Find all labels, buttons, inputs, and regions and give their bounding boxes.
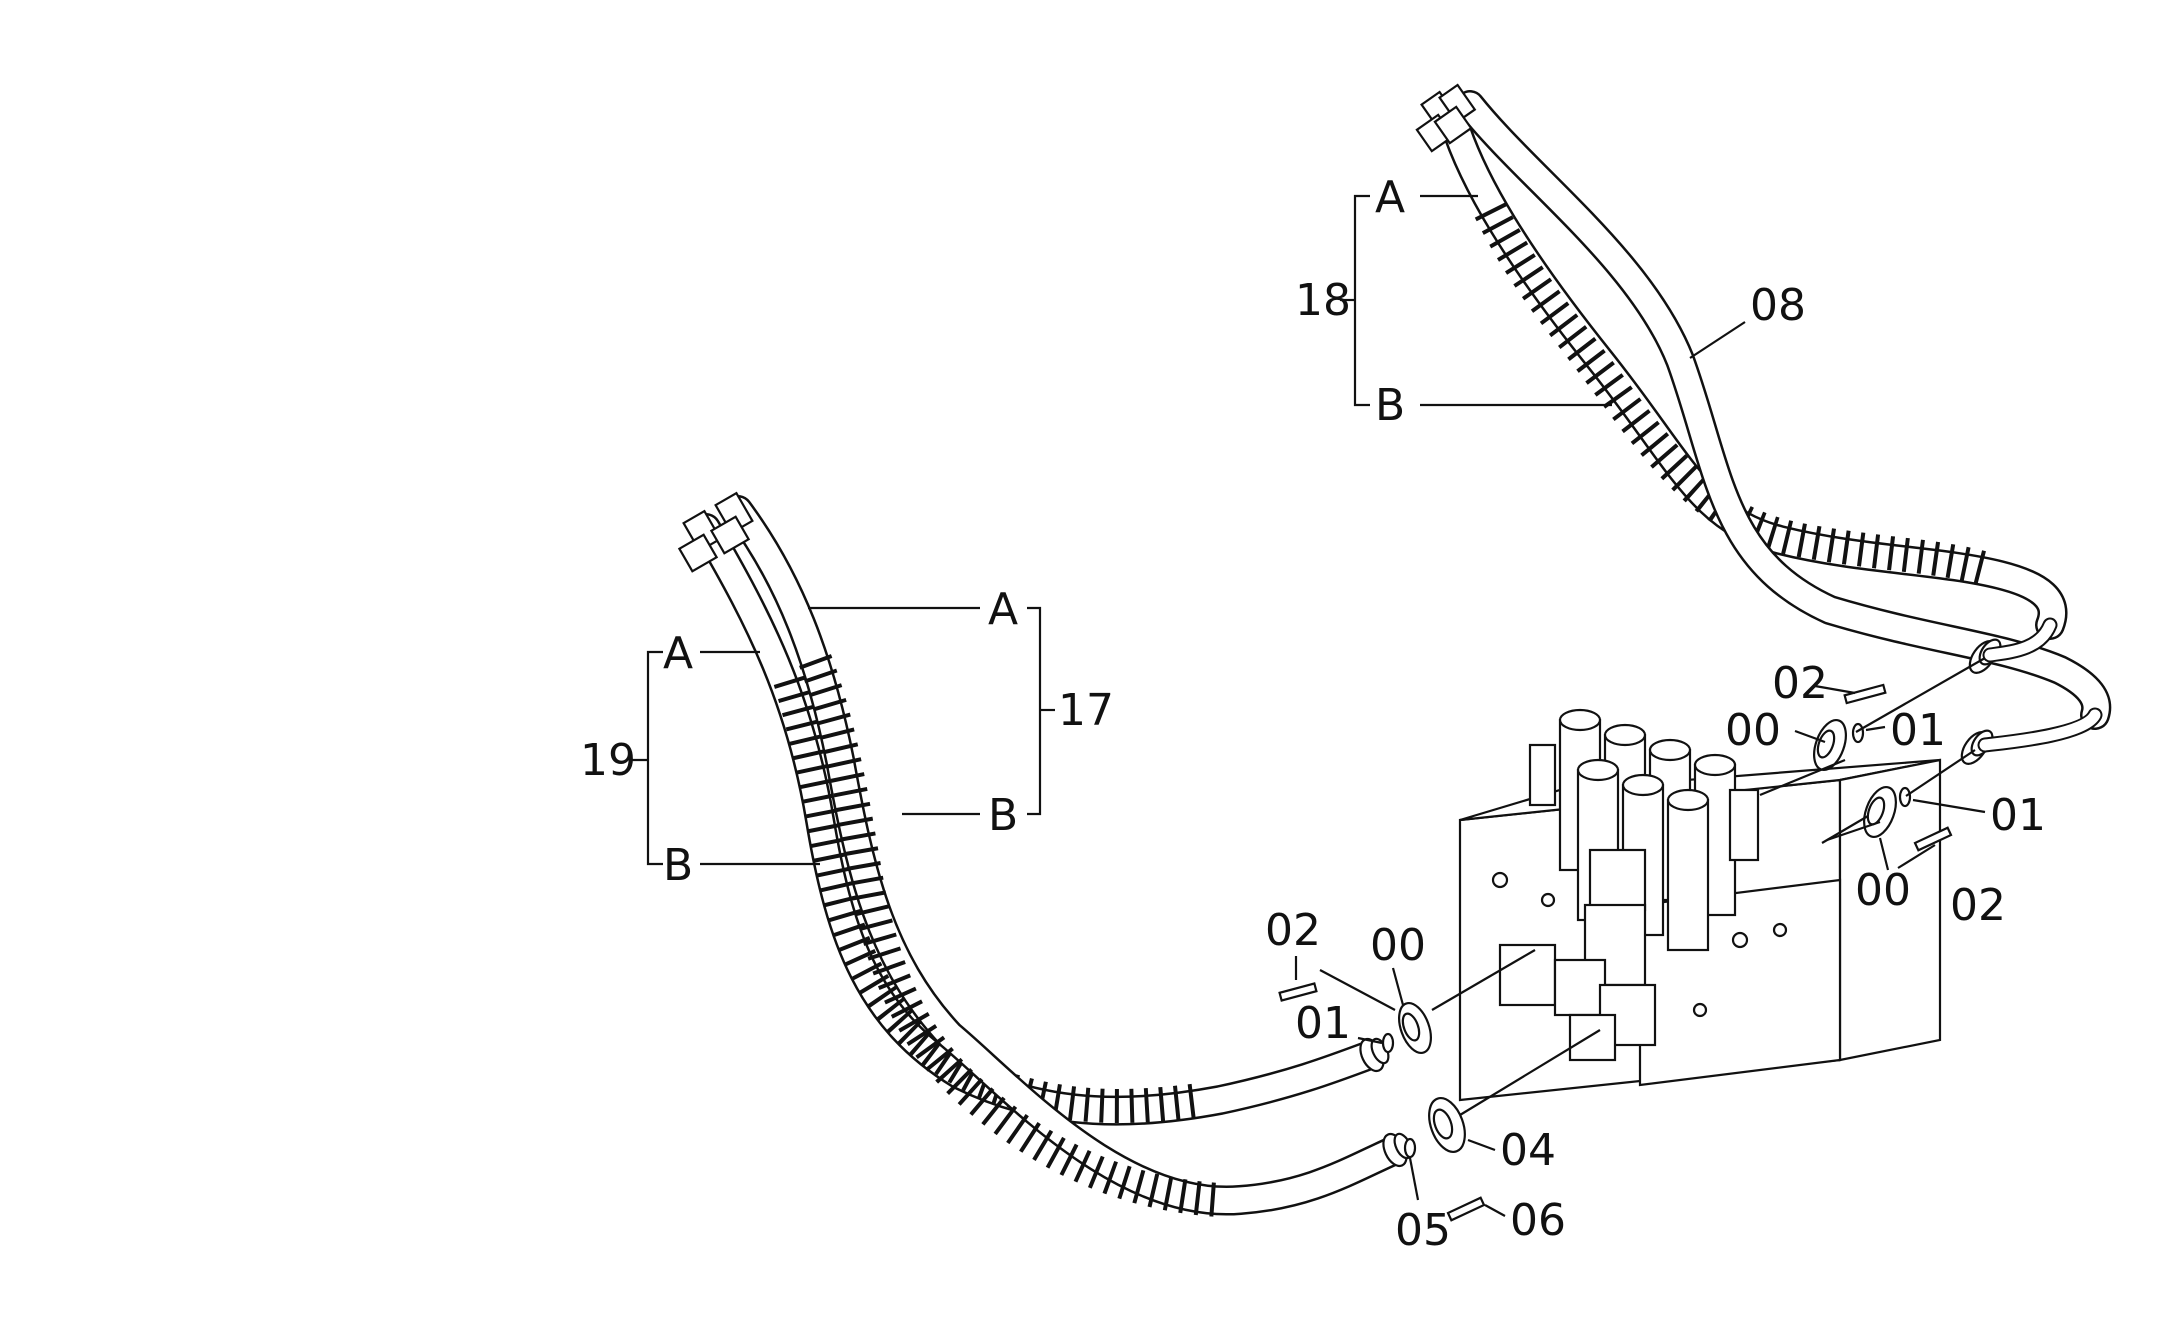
callout-01-right: 01 bbox=[1990, 790, 2046, 841]
callout-02-left: 02 bbox=[1265, 905, 1321, 956]
hose-08 bbox=[1433, 83, 2112, 730]
flange-04 bbox=[1428, 1097, 1466, 1153]
callout-18: 18 bbox=[1295, 275, 1351, 326]
top-hose-fittings bbox=[1960, 617, 2103, 765]
callout-02-right: 02 bbox=[1950, 880, 2006, 931]
callout-19-a: A bbox=[663, 628, 693, 679]
callout-17-b: B bbox=[988, 790, 1018, 841]
callout-08: 08 bbox=[1750, 280, 1806, 331]
solenoid-blocks bbox=[1498, 848, 1657, 1062]
callout-17-a: A bbox=[988, 584, 1018, 635]
callout-00-right: 00 bbox=[1855, 865, 1911, 916]
flange-00-left bbox=[1398, 1002, 1432, 1054]
callout-00-left: 00 bbox=[1370, 920, 1426, 971]
callout-05: 05 bbox=[1395, 1205, 1451, 1256]
callout-01-top: 01 bbox=[1890, 705, 1946, 756]
flange-00-top bbox=[1813, 719, 1847, 771]
callout-19-b: B bbox=[663, 840, 693, 891]
hose-assembly-17 bbox=[709, 491, 1410, 1217]
spool-stack bbox=[1528, 708, 1760, 952]
callout-18-b: B bbox=[1375, 380, 1405, 431]
leader-lines bbox=[630, 194, 1986, 1217]
callout-labels: 18 A B 08 02 00 01 01 00 02 19 A B 17 A … bbox=[580, 172, 2046, 1256]
callout-01-left: 01 bbox=[1295, 998, 1351, 1049]
callout-04: 04 bbox=[1500, 1125, 1556, 1176]
bolts bbox=[1278, 683, 1953, 1222]
callout-06: 06 bbox=[1510, 1195, 1566, 1246]
hose-assembly-19 bbox=[677, 509, 1385, 1126]
callout-19: 19 bbox=[580, 735, 636, 786]
callout-17: 17 bbox=[1058, 685, 1114, 736]
callout-02-top: 02 bbox=[1772, 658, 1828, 709]
control-valve-block bbox=[1458, 708, 1942, 1102]
callout-00-top: 00 bbox=[1725, 705, 1781, 756]
callout-18-a: A bbox=[1375, 172, 1405, 223]
